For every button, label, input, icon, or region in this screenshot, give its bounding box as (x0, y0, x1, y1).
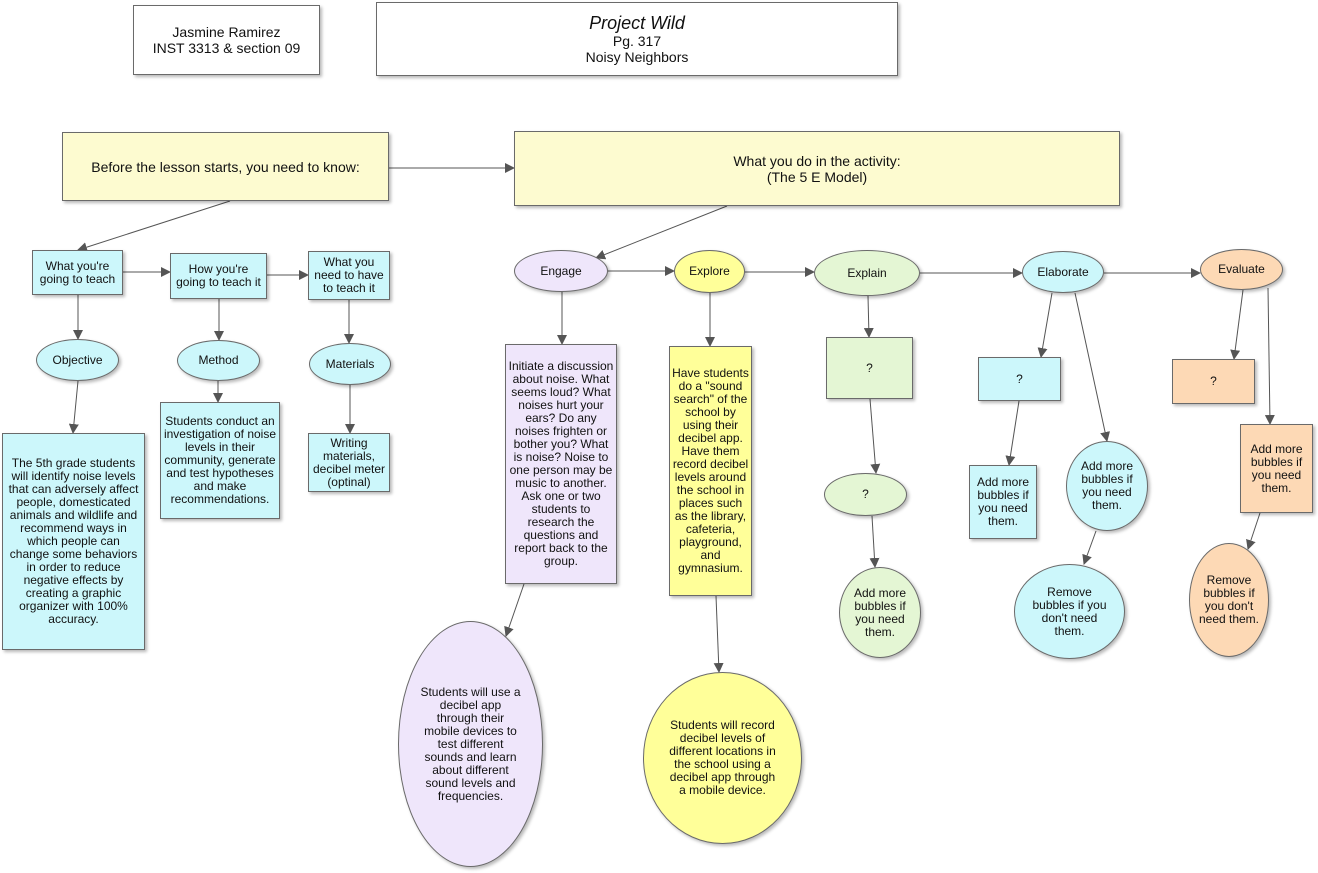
elaborate-label: Elaborate (1037, 264, 1089, 279)
materials-ellipse[interactable]: Materials (309, 343, 391, 385)
explain-sub-label: ? (862, 487, 869, 501)
engage-text: Initiate a discussion about noise. What … (508, 359, 614, 568)
objective-text: The 5th grade students will identify noi… (8, 456, 139, 626)
elaborate-more-box-text: Add more bubbles if you need them. (976, 475, 1030, 528)
explain-ellipse[interactable]: Explain (814, 250, 920, 296)
materials-text: Writing materials, decibel meter (optina… (312, 435, 386, 489)
explore-text-box[interactable]: Have students do a "sound search" of the… (669, 346, 752, 596)
method-ellipse[interactable]: Method (177, 340, 260, 381)
evaluate-box[interactable]: ? (1172, 359, 1255, 404)
objective-label: Objective (52, 352, 103, 367)
explain-more-bubble[interactable]: Add more bubbles if you need them. (839, 567, 921, 658)
evaluate-remove-bubble[interactable]: Remove bubbles if you don't need them. (1189, 543, 1269, 657)
activity-box[interactable]: What you do in the activity: (The 5 E Mo… (514, 131, 1120, 206)
edge-explain-to-box (863, 295, 874, 338)
method-text: Students conduct an investigation of noi… (163, 414, 277, 506)
project-title-box[interactable]: Project Wild Pg. 317 Noisy Neighbors (376, 2, 898, 76)
elaborate-remove-text: Remove bubbles if you don't need them. (1032, 584, 1107, 638)
edge-objective-to-text (68, 380, 79, 434)
engage-label: Engage (540, 263, 582, 278)
edge-engage-text-to-bubble (504, 583, 525, 637)
page-number: Pg. 317 (612, 33, 662, 49)
explore-bubble[interactable]: Students will record decibel levels of d… (643, 672, 802, 844)
elaborate-remove-bubble[interactable]: Remove bubbles if you don't need them. (1014, 564, 1125, 659)
evaluate-more-box[interactable]: Add more bubbles if you need them. (1240, 424, 1313, 513)
evaluate-more-text: Add more bubbles if you need them. (1250, 441, 1303, 495)
lesson-name: Noisy Neighbors (585, 49, 689, 65)
explain-more-text: Add more bubbles if you need them. (853, 585, 907, 639)
project-title: Project Wild (589, 13, 685, 33)
evaluate-box-label: ? (1210, 374, 1217, 388)
edge-elaborate-more-to-remove (1082, 530, 1097, 565)
engage-text-box[interactable]: Initiate a discussion about noise. What … (505, 344, 617, 584)
engage-bubble[interactable]: Students will use a decibel app through … (398, 621, 543, 867)
method-label: Method (198, 353, 239, 367)
evaluate-label: Evaluate (1218, 262, 1265, 276)
edge-elaborate-to-box (1037, 292, 1053, 358)
activity-subtitle: (The 5 E Model) (766, 168, 868, 185)
materials-label: Materials (325, 356, 375, 371)
activity-title: What you do in the activity: (733, 152, 901, 169)
objective-ellipse[interactable]: Objective (36, 339, 119, 381)
elaborate-more-bubble[interactable]: Add more bubbles if you need them. (1066, 441, 1148, 531)
need-have-label: What you need to have to teach it (314, 255, 384, 295)
explore-bubble-text: Students will record decibel levels of d… (669, 718, 776, 797)
edge-explore-text-to-bubble (713, 595, 724, 673)
explain-label: Explain (847, 265, 887, 280)
before-lesson-box[interactable]: Before the lesson starts, you need to kn… (62, 132, 389, 201)
before-lesson-label: Before the lesson starts, you need to kn… (91, 158, 360, 175)
author-name: Jasmine Ramirez (172, 24, 281, 40)
explain-sub-ellipse[interactable]: ? (824, 473, 907, 516)
engage-ellipse[interactable]: Engage (514, 250, 608, 292)
explore-label: Explore (689, 264, 730, 278)
edge-explain-ellipse-to-more (869, 515, 880, 568)
explore-text: Have students do a "sound search" of the… (672, 366, 749, 575)
need-have-box[interactable]: What you need to have to teach it (308, 251, 390, 300)
what-teach-box[interactable]: What you're going to teach (32, 250, 123, 295)
course-label: INST 3313 & section 09 (152, 40, 301, 56)
edge-evaluate-to-box (1230, 289, 1244, 360)
engage-bubble-text: Students will use a decibel app through … (420, 684, 521, 803)
elaborate-box-label: ? (1016, 371, 1023, 386)
evaluate-remove-text: Remove bubbles if you don't need them. (1198, 573, 1260, 626)
materials-text-box[interactable]: Writing materials, decibel meter (optina… (308, 433, 390, 492)
explain-box-label: ? (866, 360, 873, 375)
method-text-box[interactable]: Students conduct an investigation of noi… (160, 402, 280, 519)
edge-evaluate-to-more (1264, 287, 1275, 425)
how-teach-label: How you're going to teach it (176, 262, 261, 289)
elaborate-more-bubble-text: Add more bubbles if you need them. (1080, 459, 1134, 512)
edge-evaluate-more-to-remove (1246, 512, 1261, 550)
edge-before-to-what (77, 200, 231, 252)
explore-ellipse[interactable]: Explore (674, 250, 745, 293)
what-teach-label: What you're going to teach (39, 258, 116, 286)
evaluate-ellipse[interactable]: Evaluate (1200, 249, 1283, 290)
explain-box[interactable]: ? (826, 337, 913, 399)
objective-text-box[interactable]: The 5th grade students will identify noi… (2, 433, 145, 650)
edge-elaborate-to-more (1074, 292, 1110, 442)
edge-explain-box-to-ellipse (869, 398, 881, 474)
elaborate-more-box[interactable]: Add more bubbles if you need them. (969, 465, 1037, 539)
how-teach-box[interactable]: How you're going to teach it (170, 253, 267, 299)
author-box[interactable]: Jasmine Ramirez INST 3313 & section 09 (133, 5, 320, 75)
elaborate-box[interactable]: ? (978, 357, 1061, 401)
elaborate-ellipse[interactable]: Elaborate (1022, 251, 1104, 293)
edge-elaborate-box-to-more (1005, 400, 1020, 466)
